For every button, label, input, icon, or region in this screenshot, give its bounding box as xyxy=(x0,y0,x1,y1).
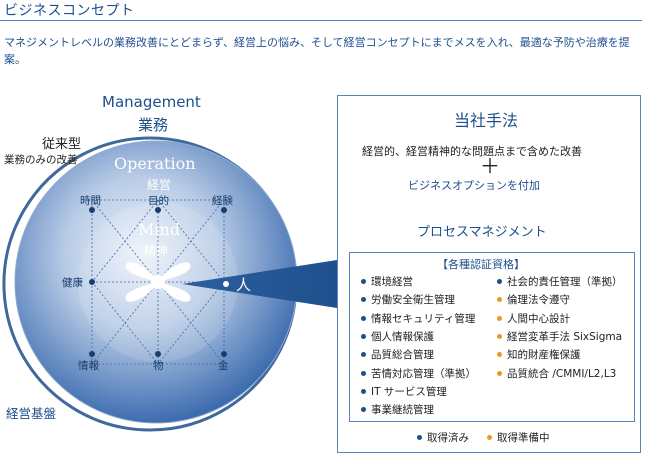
person-label: 人 xyxy=(236,276,252,294)
legend-preparing: 取得準備中 xyxy=(487,430,550,445)
cert-label: 労働安全衛生管理 xyxy=(371,294,455,307)
legend-acquired-label: 取得済み xyxy=(427,432,469,444)
cert-label: 知的財産権保護 xyxy=(507,349,581,362)
cert-label: 人間中心設計 xyxy=(507,312,570,325)
preparing-dot-icon xyxy=(497,297,502,303)
cert-item: 経営変革手法 SixSigma xyxy=(497,329,622,344)
node-goods: 物 xyxy=(153,360,164,372)
acquired-dot-icon xyxy=(497,279,502,284)
cert-item: 環境経営 xyxy=(361,274,413,289)
management-jp-label: 業務 xyxy=(138,116,169,134)
acquired-dot-icon xyxy=(361,352,366,358)
plus-icon: ＋ xyxy=(480,154,500,178)
page-title: ビジネスコンセプト xyxy=(4,3,135,19)
cert-item: IT サービス管理 xyxy=(361,384,447,399)
cert-item: 労働安全衛生管理 xyxy=(361,292,455,307)
certifications-panel xyxy=(349,252,635,422)
cert-label: 環境経営 xyxy=(371,276,413,288)
cert-label: 経営変革手法 SixSigma xyxy=(507,330,623,343)
node-experience: 経験 xyxy=(212,195,233,207)
cert-item: 知的財産権保護 xyxy=(497,347,581,362)
person-shape xyxy=(125,262,191,302)
foundation-label: 経営基盤 xyxy=(6,406,57,421)
business-option: ビジネスオプションを付加 xyxy=(408,179,540,192)
acquired-dot-icon xyxy=(361,315,366,321)
process-management: プロセスマネジメント xyxy=(417,225,547,240)
person-dot xyxy=(223,281,229,287)
cert-label: 苦情対応管理（準拠） xyxy=(371,367,476,380)
cert-label: 倫理法令遵守 xyxy=(507,294,570,307)
mind-label: Mind xyxy=(138,220,181,239)
traditional-sub-label: 業務のみの改善 xyxy=(4,154,78,166)
cert-item: 社会的責任管理（準拠） xyxy=(497,274,623,289)
cert-label: 品質統合 /CMMI/L2,L3 xyxy=(507,367,617,380)
cert-item: 苦情対応管理（準拠） xyxy=(361,366,476,381)
acquired-dot-icon xyxy=(361,279,366,284)
mind-jp-label: 精神 xyxy=(144,244,169,258)
cert-item: 事業継続管理 xyxy=(361,402,434,417)
legend-acquired: 取得済み xyxy=(417,430,469,445)
cert-item: 倫理法令遵守 xyxy=(497,292,570,307)
cert-label: 社会的責任管理（準拠） xyxy=(507,276,623,288)
cert-label: IT サービス管理 xyxy=(371,385,447,398)
cert-label: 個人情報保護 xyxy=(371,330,434,343)
preparing-dot-icon xyxy=(497,333,502,339)
preparing-dot-icon xyxy=(487,435,492,440)
management-label: Management xyxy=(102,93,201,111)
acquired-dot-icon xyxy=(361,333,366,339)
cert-item: 人間中心設計 xyxy=(497,311,570,326)
certifications-title: 【各種認証資格】 xyxy=(437,258,525,271)
method-title: 当社手法 xyxy=(454,111,519,130)
focus-ray xyxy=(182,258,350,310)
legend-preparing-label: 取得準備中 xyxy=(497,432,550,444)
node-dots xyxy=(89,207,227,357)
preparing-dot-icon xyxy=(497,370,502,376)
preparing-dot-icon xyxy=(497,315,502,321)
title-divider xyxy=(0,20,642,21)
preparing-dot-icon xyxy=(497,352,502,358)
traditional-label: 従来型 xyxy=(42,137,82,152)
cert-item: 品質総合管理 xyxy=(361,347,434,362)
node-health: 健康 xyxy=(62,277,83,289)
acquired-dot-icon xyxy=(417,435,422,440)
operation-label: Operation xyxy=(114,154,196,173)
cert-item: 個人情報保護 xyxy=(361,329,434,344)
acquired-dot-icon xyxy=(361,388,366,394)
cert-item: 情報セキュリティ管理 xyxy=(361,311,475,326)
node-purpose: 目的 xyxy=(148,195,169,207)
node-information: 情報 xyxy=(78,360,99,372)
cert-label: 品質総合管理 xyxy=(371,349,434,362)
cert-label: 事業継続管理 xyxy=(371,404,434,417)
intro-text: マネジメントレベルの業務改善にとどまらず、経営上の悩み、そして経営コンセプトにま… xyxy=(4,36,630,66)
acquired-dot-icon xyxy=(361,370,366,376)
acquired-dot-icon xyxy=(361,297,366,303)
cert-label: 情報セキュリティ管理 xyxy=(371,312,476,325)
cert-item: 品質統合 /CMMI/L2,L3 xyxy=(497,366,616,381)
node-money: 金 xyxy=(218,360,229,372)
method-scope: 経営的、経営精神的な問題点まで含めた改善 xyxy=(362,145,582,158)
acquired-dot-icon xyxy=(361,407,366,413)
node-time: 時間 xyxy=(80,195,101,207)
operation-jp-label: 経営 xyxy=(147,178,172,192)
